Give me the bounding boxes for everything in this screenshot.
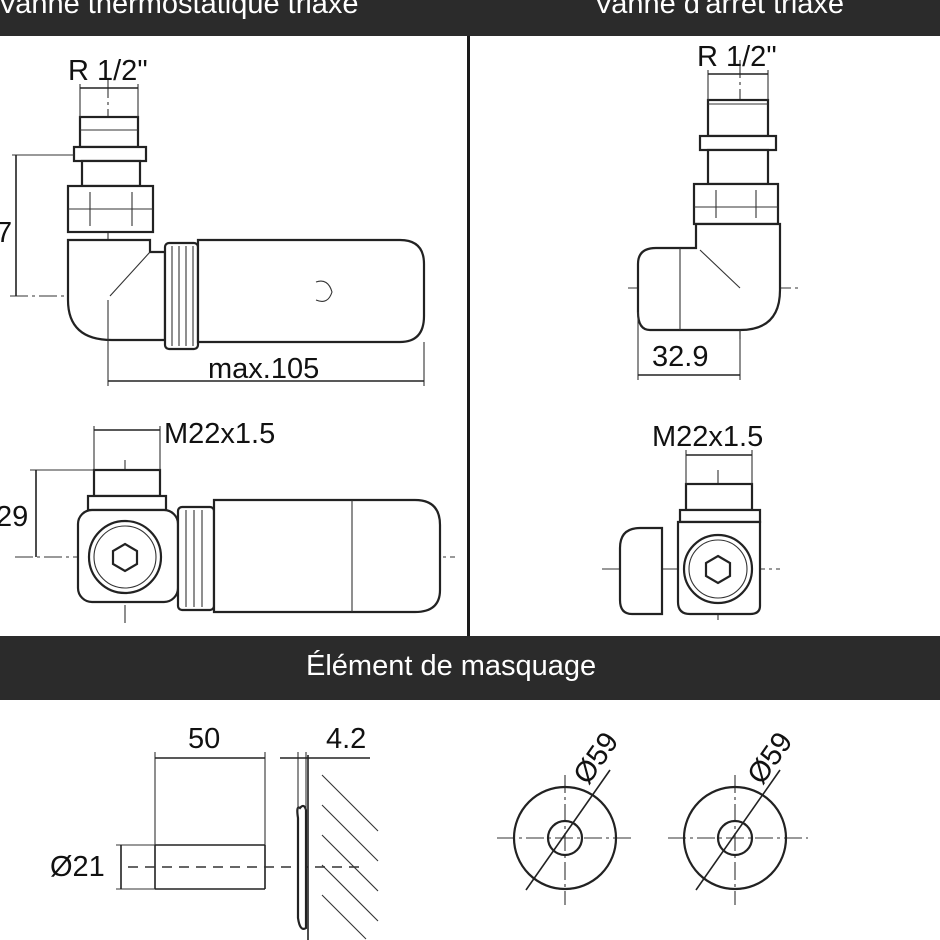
rosette-right: Ø59 bbox=[668, 727, 808, 905]
thermo-head-notch bbox=[315, 280, 333, 302]
thermo-offset-label: 29 bbox=[0, 501, 28, 533]
rosette-left: Ø59 bbox=[497, 727, 633, 905]
shutoff-tail bbox=[706, 98, 770, 138]
thermo-side-view: R 1/2" 7 max.105 bbox=[0, 55, 426, 386]
thermo-thread-label: R 1/2" bbox=[68, 55, 148, 87]
shutoff-width-label: 32.9 bbox=[652, 341, 708, 373]
cover-sleeve-view: 50 4.2 Ø21 bbox=[50, 723, 379, 940]
rosette-left-diameter-label: Ø59 bbox=[568, 727, 626, 790]
section-header-bar: Vanne thermostatique triaxe Vanne d'arrê… bbox=[0, 0, 940, 36]
thermo-collar bbox=[72, 145, 148, 163]
hex-socket-icon bbox=[704, 554, 732, 585]
shutoff-top-nut bbox=[684, 482, 754, 512]
cover-plate-label: 4.2 bbox=[326, 723, 366, 755]
shutoff-top-view: M22x1.5 bbox=[602, 421, 780, 620]
shutoff-valve-title: Vanne d'arrêt triaxe bbox=[594, 0, 845, 20]
shutoff-hex-nut bbox=[692, 182, 780, 226]
thermo-nut-label: M22x1.5 bbox=[164, 418, 275, 450]
masking-header-bar: Élément de masquage bbox=[0, 636, 940, 700]
thermo-top-head bbox=[212, 498, 442, 614]
masking-element-title: Élément de masquage bbox=[306, 650, 597, 682]
thermo-elbow bbox=[66, 238, 167, 342]
thermo-height-label: 7 bbox=[0, 217, 12, 249]
thermostatic-valve-title: Vanne thermostatique triaxe bbox=[0, 0, 359, 20]
shutoff-elbow bbox=[636, 222, 782, 332]
rosette-right-diameter-label: Ø59 bbox=[742, 727, 800, 790]
hex-socket-icon bbox=[111, 542, 139, 573]
shutoff-top-side-port bbox=[618, 526, 664, 616]
panel-divider bbox=[467, 36, 470, 636]
cover-diameter-label: Ø21 bbox=[50, 851, 105, 883]
rosette-left-dimension-line bbox=[525, 769, 611, 891]
cover-plate bbox=[296, 804, 308, 930]
thermo-neck bbox=[80, 159, 142, 188]
thermo-top-view: M22x1.5 29 bbox=[0, 418, 455, 625]
rosette-right-dimension-line bbox=[695, 769, 781, 891]
thermo-head bbox=[196, 238, 426, 344]
wall-hatching bbox=[321, 774, 379, 940]
thermo-top-nut bbox=[92, 468, 162, 498]
shutoff-thread-label: R 1/2" bbox=[697, 41, 777, 73]
thermo-tail bbox=[78, 115, 140, 149]
shutoff-nut-label: M22x1.5 bbox=[652, 421, 763, 453]
thermo-length-label: max.105 bbox=[208, 353, 319, 385]
shutoff-side-view: R 1/2" 32.9 bbox=[628, 41, 800, 380]
cover-length-label: 50 bbox=[188, 723, 220, 755]
